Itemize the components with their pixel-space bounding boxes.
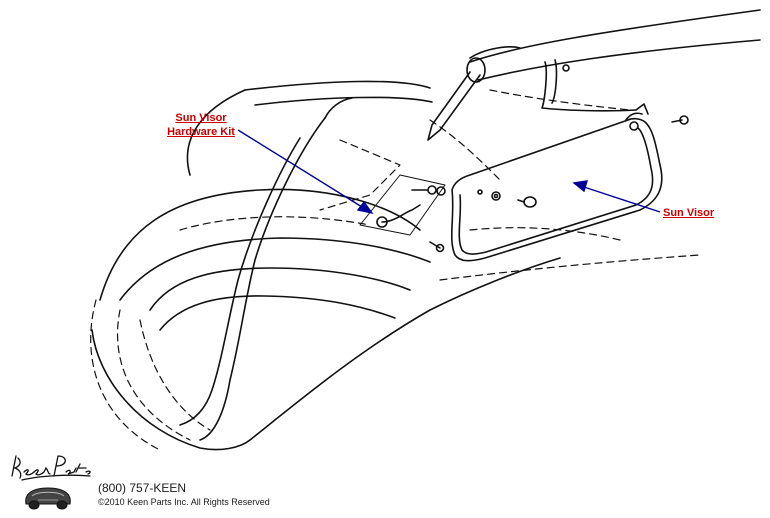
car-emblem-icon — [25, 487, 71, 510]
visor-leader-arrowhead — [572, 180, 588, 193]
footer-phone: (800) 757-KEEN — [98, 481, 187, 495]
hardware-kit-link[interactable]: Sun Visor Hardware Kit — [163, 111, 239, 139]
header-bracket — [427, 59, 637, 141]
hidden-lines — [90, 89, 701, 451]
visor-hardware — [477, 115, 689, 208]
windshield-header — [466, 9, 761, 83]
hardware-kit-link-line2: Hardware Kit — [167, 126, 235, 138]
hardware-kit-link-line1: Sun Visor — [175, 112, 227, 124]
sun-visor-link[interactable]: Sun Visor — [663, 206, 714, 220]
footer-copyright: ©2010 Keen Parts Inc. All Rights Reserve… — [98, 497, 270, 507]
kit-leader-line — [237, 129, 363, 208]
hardware-kit-parts — [359, 174, 446, 253]
logo-wordmark-script — [11, 455, 91, 481]
keen-parts-logo — [11, 455, 91, 510]
sun-visor-panel — [450, 103, 663, 262]
kit-leader-arrowhead — [356, 200, 374, 215]
visor-leader-line — [583, 186, 661, 213]
cowl-outline — [91, 188, 561, 451]
leader-arrows — [237, 129, 661, 215]
sun-visor-link-label: Sun Visor — [663, 207, 715, 219]
